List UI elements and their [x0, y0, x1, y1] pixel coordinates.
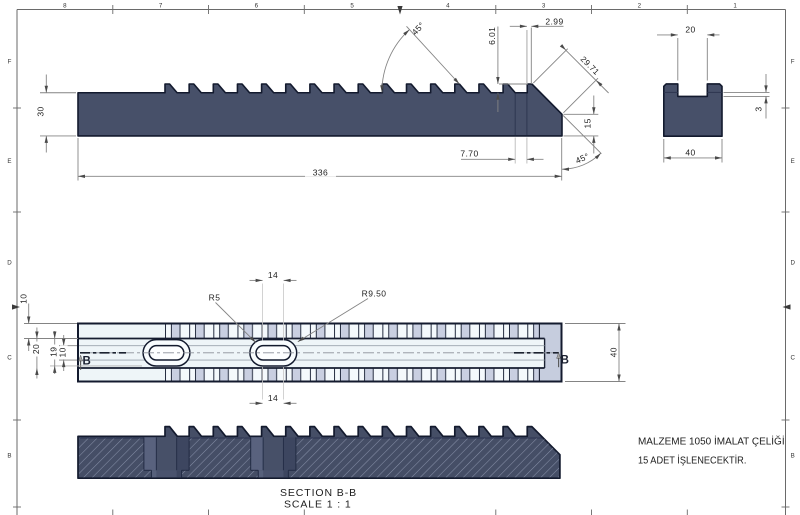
svg-text:40: 40	[685, 148, 695, 158]
svg-text:F: F	[8, 59, 12, 66]
svg-text:D: D	[790, 260, 795, 267]
svg-text:SECTION B-B: SECTION B-B	[280, 487, 357, 499]
svg-text:7: 7	[159, 2, 163, 9]
svg-text:20: 20	[685, 25, 695, 35]
svg-text:SCALE 1 : 1: SCALE 1 : 1	[284, 499, 352, 511]
svg-text:3: 3	[754, 106, 764, 111]
svg-text:336: 336	[313, 167, 328, 177]
svg-text:8: 8	[63, 2, 67, 9]
svg-text:MALZEME 1050 İMALAT ÇELİĞİ: MALZEME 1050 İMALAT ÇELİĞİ	[638, 434, 785, 447]
svg-text:1: 1	[733, 2, 737, 9]
svg-text:14: 14	[268, 393, 278, 403]
svg-text:C: C	[7, 355, 12, 362]
svg-text:F: F	[791, 59, 795, 66]
svg-text:6: 6	[255, 2, 259, 9]
svg-text:10: 10	[18, 294, 28, 304]
svg-text:2: 2	[638, 2, 642, 9]
svg-text:30: 30	[36, 106, 46, 116]
svg-text:B: B	[82, 356, 91, 368]
svg-text:15: 15	[582, 118, 592, 128]
svg-text:D: D	[7, 260, 12, 267]
svg-text:5: 5	[350, 2, 354, 9]
svg-text:E: E	[791, 158, 795, 165]
svg-text:20: 20	[31, 344, 41, 354]
svg-text:C: C	[790, 355, 795, 362]
svg-text:B: B	[7, 453, 11, 460]
svg-text:2.99: 2.99	[545, 17, 563, 27]
svg-text:R5: R5	[209, 292, 221, 302]
svg-text:E: E	[7, 158, 11, 165]
svg-text:B: B	[791, 453, 795, 460]
svg-text:15 ADET İŞLENECEKTİR.: 15 ADET İŞLENECEKTİR.	[638, 454, 746, 467]
svg-text:7.70: 7.70	[460, 149, 478, 159]
svg-text:6.01: 6.01	[487, 27, 497, 45]
svg-text:4: 4	[446, 2, 450, 9]
svg-text:B: B	[561, 354, 570, 366]
svg-text:40: 40	[608, 347, 618, 357]
svg-text:14: 14	[268, 270, 278, 280]
svg-text:R9.50: R9.50	[362, 288, 387, 298]
svg-text:3: 3	[542, 2, 546, 9]
svg-text:19: 19	[49, 347, 59, 357]
svg-text:10: 10	[58, 347, 68, 357]
